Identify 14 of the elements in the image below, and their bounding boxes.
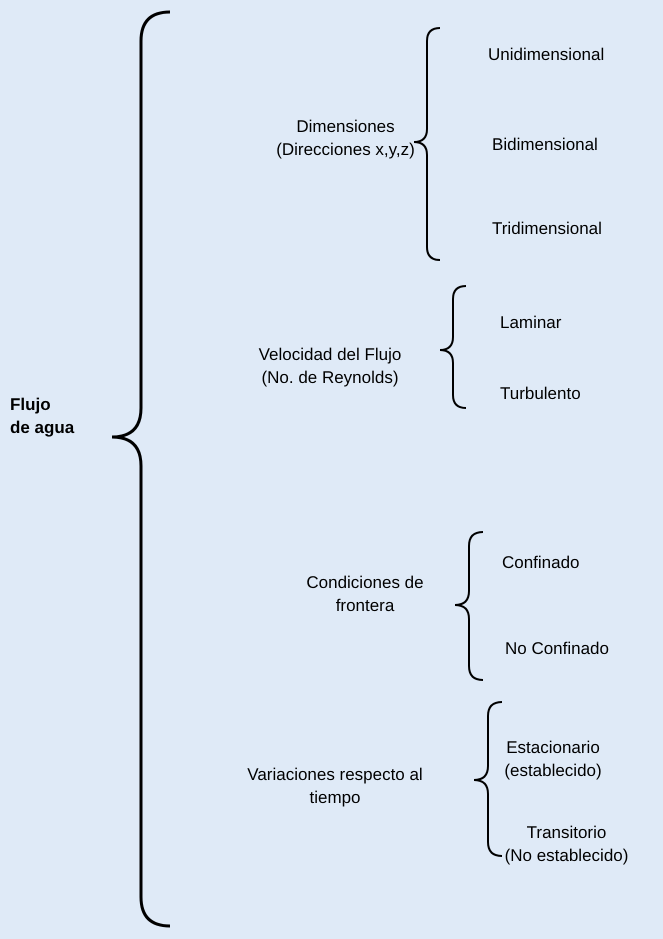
text-label: Variaciones respecto al tiempo	[246, 764, 424, 809]
text-label: Tridimensional	[492, 218, 603, 240]
text-label: Condiciones de frontera	[305, 572, 425, 617]
text-label: Transitorio (No establecido)	[504, 822, 630, 867]
text-label: Laminar	[500, 312, 562, 334]
text-label: No Confinado	[505, 638, 610, 660]
text-label: Turbulento	[500, 383, 582, 405]
text-label: Confinado	[502, 552, 581, 574]
text-label: Bidimensional	[492, 134, 599, 156]
text-label: Estacionario (establecido)	[503, 737, 603, 782]
text-label: Velocidad del Flujo (No. de Reynolds)	[258, 344, 402, 389]
text-label: Dimensiones (Direcciones x,y,z)	[275, 116, 416, 161]
text-label: Unidimensional	[488, 44, 606, 66]
text-label: Flujo de agua	[10, 394, 76, 439]
